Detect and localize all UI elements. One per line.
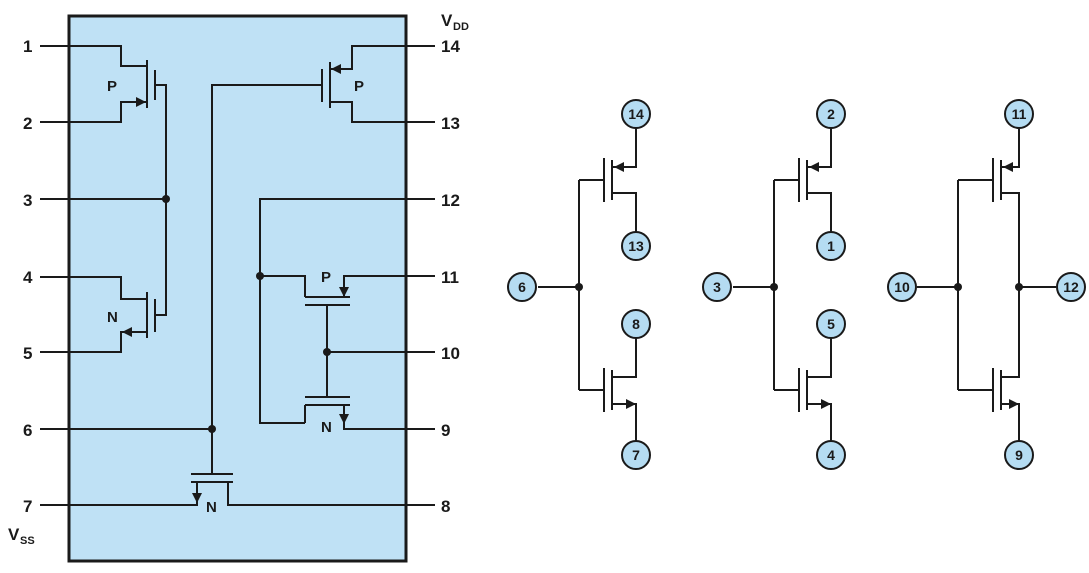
pmos-arrow [1003, 162, 1013, 172]
pin-circle-label: 3 [713, 279, 721, 295]
pin-circle-12: 12 [1056, 272, 1086, 302]
inverter-pair-2: 2 1 3 5 4 [702, 99, 846, 470]
vdd-label: V DD [441, 11, 469, 33]
right-pin-labels: 14 13 12 11 10 9 8 [441, 37, 460, 516]
pmos-arrow [136, 97, 146, 107]
junction-dot [323, 348, 331, 356]
vdd-main: V [441, 11, 453, 30]
pin-12-label: 12 [441, 191, 460, 210]
middle-inverter: P N [256, 198, 435, 436]
junction-dot [770, 283, 778, 291]
nmos-arrow [1009, 399, 1019, 409]
pin-circle-label: 11 [1012, 106, 1027, 122]
pin-circle-13: 13 [621, 231, 651, 261]
pin-circle-8: 8 [621, 309, 651, 339]
left-nmos-transistor: N [40, 199, 167, 353]
bottom-nmos-transistor: N [40, 473, 435, 516]
pin-14-label: 14 [441, 37, 460, 56]
pin-circle-label: 9 [1015, 447, 1023, 463]
pin-circle-14: 14 [621, 99, 651, 129]
nmos-left-label: N [107, 309, 118, 326]
nmos-arrow [122, 327, 132, 337]
pin-10-label: 10 [441, 344, 460, 363]
right-pmos-transistor: P [321, 45, 435, 123]
pin-12-wire [259, 198, 435, 276]
pin-circle-label: 2 [827, 106, 835, 122]
pmos-arrow [809, 162, 819, 172]
inverter-pair-3: 11 10 12 9 [887, 99, 1086, 470]
vss-sub: SS [20, 535, 35, 547]
pin-circle-5: 5 [816, 309, 846, 339]
pmos-right-label: P [354, 78, 364, 95]
nmos-bottom-label: N [206, 499, 217, 516]
left-pmos-transistor: P [40, 45, 167, 199]
pin-8-label: 8 [441, 497, 450, 516]
nmos-arrow [626, 399, 636, 409]
pin-circle-label: 14 [628, 106, 644, 122]
left-pin-labels: 1 2 3 4 5 6 7 [23, 37, 33, 516]
pin-circle-11: 11 [1004, 99, 1034, 129]
pin-circle-label: 6 [518, 279, 526, 295]
pin-circle-label: 12 [1063, 279, 1079, 295]
junction-dot [162, 195, 170, 203]
pin-circle-1: 1 [816, 231, 846, 261]
pin-circle-4: 4 [816, 440, 846, 470]
gate-6-wire [211, 84, 322, 474]
pin-4-label: 4 [23, 268, 33, 287]
pin-5-label: 5 [23, 344, 32, 363]
pin-circle-label: 7 [632, 447, 640, 463]
pin-circle-7: 7 [621, 440, 651, 470]
nmos-arrow [192, 493, 202, 503]
pin-1-label: 1 [23, 37, 32, 56]
pin-9-label: 9 [441, 421, 450, 440]
vss-label: V SS [8, 525, 35, 547]
pin-circle-9: 9 [1004, 440, 1034, 470]
pin-11-label: 11 [441, 268, 459, 287]
junction-dot [954, 283, 962, 291]
vss-main: V [8, 525, 20, 544]
pmos-left-label: P [107, 78, 117, 95]
pin-2-label: 2 [23, 114, 32, 133]
pin-circle-label: 5 [827, 316, 835, 332]
nmos-arrow [339, 414, 349, 424]
vdd-sub: DD [453, 21, 469, 33]
junction-dot [208, 425, 216, 433]
pmos-arrow [614, 162, 624, 172]
pin-circle-10: 10 [887, 272, 917, 302]
pin-circle-label: 4 [827, 447, 835, 463]
pmos-arrow [331, 64, 341, 74]
junction-dot [575, 283, 583, 291]
junction-dot [1015, 283, 1023, 291]
pin-6-label: 6 [23, 421, 32, 440]
pin-circle-6: 6 [507, 272, 537, 302]
pin-circle-3: 3 [702, 272, 732, 302]
pin-13-label: 13 [441, 114, 460, 133]
pmos-arrow [339, 287, 349, 297]
pin-circle-label: 10 [894, 279, 910, 295]
pin-3-label: 3 [23, 191, 32, 210]
pmos-mid-label: P [321, 269, 331, 286]
pin-7-label: 7 [23, 497, 32, 516]
ic-package: V DD V SS 1 2 3 4 5 6 7 14 13 12 11 10 9… [8, 11, 469, 563]
package-body [67, 14, 408, 563]
pin-circle-2: 2 [816, 99, 846, 129]
pin-circle-label: 8 [632, 316, 640, 332]
nmos-arrow [821, 399, 831, 409]
pin-circle-label: 13 [628, 238, 644, 254]
pin-circle-label: 1 [827, 238, 835, 254]
nmos-mid-label: N [321, 419, 332, 436]
inverter-pair-1: 14 13 6 8 7 [507, 99, 651, 470]
